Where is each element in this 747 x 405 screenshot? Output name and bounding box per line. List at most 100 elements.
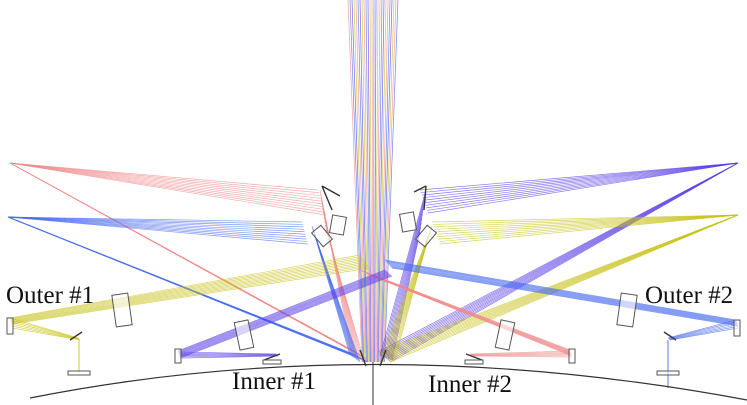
inner2-path: [470, 353, 571, 356]
inner1-ray: [179, 275, 392, 358]
stage-outer-2: [656, 370, 680, 376]
central-beam-ray: [351, 0, 365, 363]
outer2-ray: [387, 262, 737, 323]
outer2-drop: [668, 322, 737, 340]
fold-mirror-outer-1: [69, 331, 83, 341]
central-beam-ray: [371, 0, 374, 363]
central-beam-ray: [378, 0, 387, 363]
central-beam-ray: [347, 0, 363, 363]
outer2-ray: [385, 260, 737, 322]
lens-left-lower: [310, 224, 334, 248]
outer2-ray: [389, 264, 738, 325]
yellow-down-ray: [383, 228, 432, 356]
detector-inner-2: [568, 348, 576, 364]
target-right: [379, 349, 387, 367]
red-fan-ray: [9, 162, 324, 208]
central-beam-ray: [363, 0, 370, 363]
label-outer-1: Outer #1: [6, 282, 95, 309]
yellow-fan-ray: [389, 214, 739, 363]
blue-fan-ray: [7, 216, 305, 233]
central-beam-ray: [381, 0, 393, 363]
central-beam-ray: [349, 0, 364, 363]
blue-fan-ray: [7, 216, 307, 238]
blue-fan-ray: [7, 216, 304, 228]
outer1-ray: [11, 261, 366, 322]
purple-fan-ray: [425, 162, 739, 206]
central-beam-ray: [361, 0, 369, 363]
central-beam-ray: [365, 0, 371, 363]
inner1-path: [179, 351, 277, 355]
fold-mirror-inner-1: [263, 353, 281, 361]
yellow-fan-ray: [436, 214, 739, 235]
outer1-ray: [11, 264, 368, 324]
mirror-left-top: [321, 185, 333, 211]
label-inner-2: Inner #2: [428, 371, 512, 398]
central-beam-ray: [384, 0, 399, 363]
inner1-ray: [177, 269, 386, 352]
outer2-drop: [669, 327, 739, 341]
yellow-fan-ray: [438, 214, 739, 240]
blue-fan-ray: [7, 216, 303, 223]
purple-fan-ray: [427, 162, 739, 214]
detector-outer-2: [733, 319, 741, 337]
inner2-path: [471, 355, 573, 358]
stage-outer-1: [67, 370, 91, 376]
yellow-fan-ray: [435, 214, 739, 233]
red-fan-ray: [9, 162, 322, 202]
blue-fan-ray: [7, 216, 305, 230]
mirror-right-top: [423, 185, 427, 211]
target-left: [359, 349, 367, 367]
outer1-ray: [10, 257, 363, 320]
inner1-ray: [179, 273, 390, 356]
inner1-ray: [178, 270, 386, 353]
blue-fan-ray: [7, 216, 307, 240]
detector-inner-1: [174, 348, 182, 364]
central-beam-ray: [377, 0, 385, 363]
lens-left-upper: [328, 214, 348, 236]
detector-outer-1: [6, 317, 14, 335]
central-beam-ray: [369, 0, 373, 363]
lens-right-upper: [398, 211, 418, 233]
inner2-ray: [371, 275, 573, 357]
inner2-path: [469, 350, 571, 355]
stage-inner-2: [464, 359, 484, 365]
central-beam-ray: [383, 0, 397, 363]
inner1-ray: [179, 275, 393, 359]
red-fan-ray: [9, 162, 369, 361]
ray-bundles: [7, 0, 739, 388]
purple-fan-ray: [423, 162, 739, 201]
central-beam-ray: [355, 0, 366, 363]
yellow-fan-ray: [437, 214, 739, 238]
inner1-path: [181, 355, 279, 359]
yellow-down-ray: [393, 245, 427, 363]
yellow-fan-ray: [432, 214, 739, 225]
red-fan-ray: [9, 162, 326, 213]
inner1-ray: [178, 271, 388, 354]
purple-down-ray: [380, 194, 426, 357]
outer1-drop: [11, 325, 80, 340]
inner1-ray: [178, 271, 387, 353]
mirror-right-top: [413, 185, 427, 193]
purple-fan-ray: [427, 162, 739, 211]
label-inner-1: Inner #1: [232, 368, 316, 395]
optical-elements: [6, 185, 741, 376]
outer1-ray: [9, 254, 361, 319]
yellow-fan-ray: [439, 214, 739, 245]
central-beam-ray: [379, 0, 389, 363]
blue-fan-ray: [7, 216, 308, 242]
outer2-drop: [669, 326, 738, 340]
purple-down-ray: [382, 199, 426, 357]
inner1-path: [181, 355, 278, 358]
red-fan-ray: [9, 162, 327, 216]
lens-inner-2: [494, 319, 516, 351]
ground-curve: [29, 363, 747, 401]
central-beam-ray: [375, 0, 379, 363]
purple-fan-ray: [421, 162, 739, 196]
outer2-drop: [669, 324, 738, 340]
red-fan-ray: [9, 162, 320, 196]
outer1-ray: [11, 263, 367, 323]
outer2-ray: [386, 261, 737, 322]
outer2-ray: [391, 267, 739, 327]
purple-down-ray: [379, 189, 427, 357]
